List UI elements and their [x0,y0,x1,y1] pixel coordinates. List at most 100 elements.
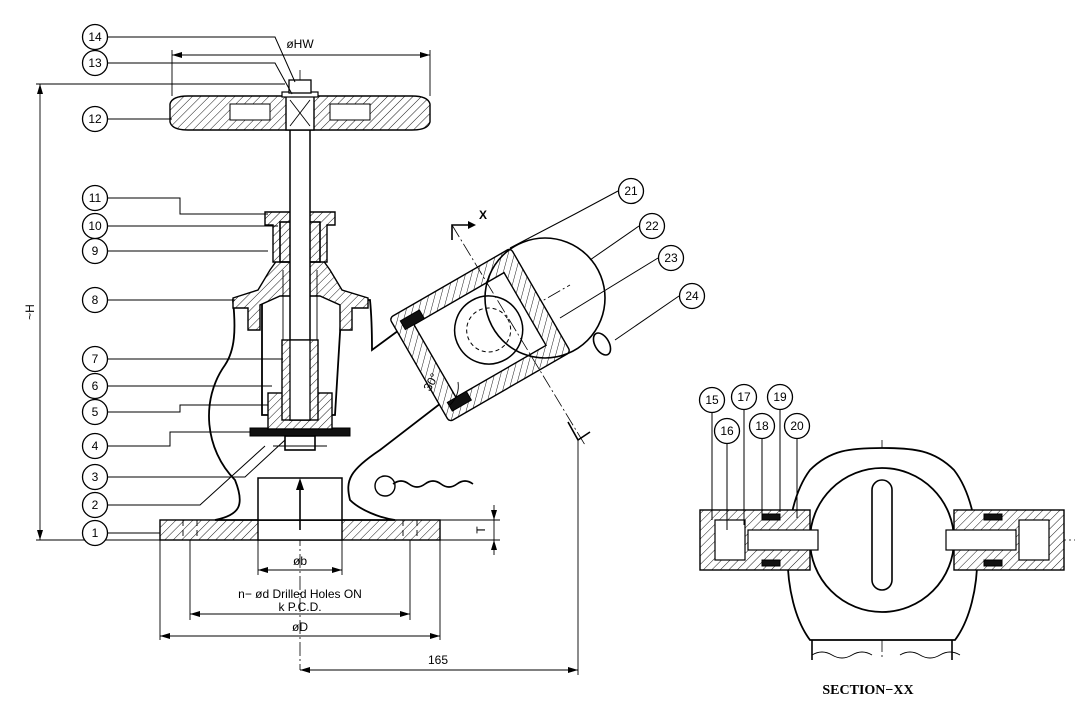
chain [374,332,612,497]
main-valve-view: 30° X [159,70,612,670]
balloon-number: 24 [685,289,699,303]
balloon-circle [81,286,109,314]
leader-line [589,225,640,261]
part-balloon-12: 12 [81,105,172,133]
balloon-number: 18 [755,419,769,433]
part-balloon-3: 3 [81,439,286,491]
part-balloon-1: 1 [81,519,160,547]
balloon-number: 17 [737,390,751,404]
balloon-number: 7 [92,352,99,366]
leader-line [108,439,286,478]
part-balloon-19: 19 [766,383,794,512]
part-balloon-8: 8 [81,286,235,314]
balloon-number: 10 [88,219,102,233]
part-balloon-15: 15 [698,386,726,520]
balloon-number: 5 [92,405,99,419]
holes-note-line1: n− ød Drilled Holes ON [238,587,362,601]
flange-dia-label: øD [292,620,308,634]
handwheel-dia-label: øHW [286,37,314,51]
balloon-circle [678,282,706,310]
section-xx-view: SECTION−XX [699,440,1075,698]
holes-note-line2: k P.C.D. [278,600,321,614]
part-balloon-13: 13 [81,49,293,95]
balloon-number: 9 [92,244,99,258]
leader-line [108,445,266,506]
balloon-circle [81,105,109,133]
balloon-circle [81,212,109,240]
part-balloon-16: 16 [713,417,741,530]
part-balloon-6: 6 [81,372,272,400]
balloon-number: 6 [92,379,99,393]
balloon-number: 2 [92,498,99,512]
outlet-branch [390,248,570,422]
part-balloon-5: 5 [81,398,268,426]
section-marker: X [479,208,487,222]
balloon-circle [81,184,109,212]
part-balloon-18: 18 [748,412,776,515]
balloon-circle [81,519,109,547]
leader-line [108,36,296,83]
leader-line [108,404,268,413]
part-balloon-21: 21 [509,177,645,249]
blank-cap [484,237,606,359]
part-balloon-4: 4 [81,431,250,460]
balloon-number: 14 [88,30,102,44]
balloon-circle [713,417,741,445]
leader-line [509,190,619,249]
leader-line [614,295,680,341]
balloon-circle [81,491,109,519]
height-label: ~H [23,304,37,320]
balloon-number: 19 [773,390,787,404]
leader-line [108,431,250,447]
leader-line [559,257,659,319]
leader-line [108,197,268,215]
part-balloon-7: 7 [81,345,283,373]
balloon-number: 1 [92,526,99,540]
balloon-circle [730,383,758,411]
section-title: SECTION−XX [822,683,913,698]
balloon-circle [81,23,109,51]
thickness-label: T [474,526,488,534]
balloon-circle [698,386,726,414]
balloon-number: 21 [624,184,638,198]
balloon-circle [617,177,645,205]
balloon-number: 13 [88,56,102,70]
part-balloon-24: 24 [614,282,706,341]
balloon-circle [783,412,811,440]
balloon-circle [638,212,666,240]
spindle-nut [288,79,312,94]
part-balloon-11: 11 [81,184,268,215]
balloon-circle [81,49,109,77]
balloon-number: 23 [664,251,678,265]
balloon-number: 11 [89,191,102,205]
balloon-circle [81,463,109,491]
part-balloon-9: 9 [81,237,268,265]
bore-dia-label: øb [293,554,307,568]
balloon-number: 15 [705,393,719,407]
part-balloon-2: 2 [81,445,266,519]
part-balloon-17: 17 [730,383,758,525]
balloon-circle [81,398,109,426]
balloon-number: 22 [645,219,659,233]
balloon-number: 20 [790,419,804,433]
balloon-circle [766,383,794,411]
part-balloon-14: 14 [81,23,296,83]
part-balloon-10: 10 [81,212,278,240]
balloon-circle [81,372,109,400]
offset-label: 165 [428,653,448,667]
balloon-number: 16 [720,424,734,438]
balloon-number: 3 [92,470,99,484]
balloon-circle [748,412,776,440]
balloon-circle [81,345,109,373]
part-balloon-22: 22 [589,212,666,261]
balloon-number: 4 [92,439,99,453]
balloon-number: 12 [88,112,102,126]
part-balloon-20: 20 [783,412,811,518]
dimension-lines: ~H øHW øb n− ød Drilled Holes ON k P.C.D… [23,37,579,675]
balloon-circle [657,244,685,272]
balloon-circle [81,432,109,460]
balloon-number: 8 [92,293,99,307]
part-balloon-23: 23 [559,244,685,319]
